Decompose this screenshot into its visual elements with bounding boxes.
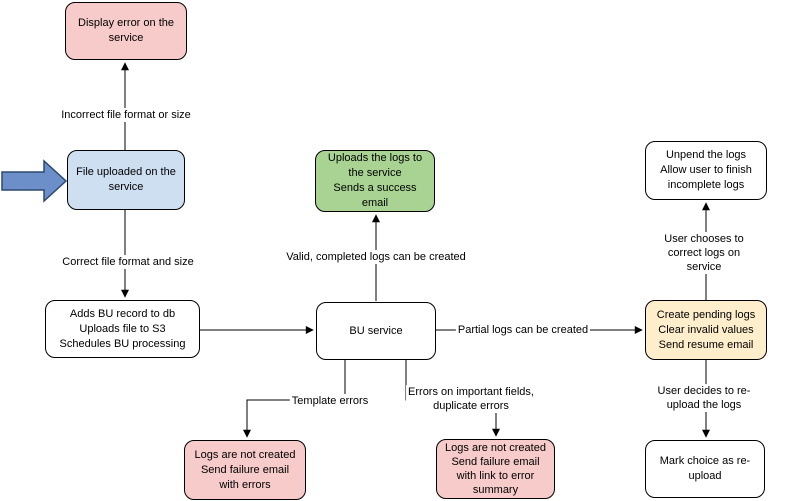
node-adds-bu-record: Adds BU record to db Uploads file to S3 …	[45, 300, 200, 358]
node-display-error: Display error on the service	[65, 2, 187, 60]
edge-label-reupload: User decides to re-upload the logs	[655, 384, 753, 412]
edge-label-incorrect-format: Incorrect file format or size	[59, 108, 193, 122]
node-bu-service: BU service	[316, 302, 436, 360]
node-mark-choice-reupload: Mark choice as re- upload	[645, 440, 765, 498]
node-fail-template-errors: Logs are not created Send failure email …	[184, 440, 306, 500]
node-create-pending-logs: Create pending logs Clear invalid values…	[645, 300, 767, 360]
edge-label-important-errors: Errors on important fields, duplicate er…	[406, 385, 536, 413]
edge-label-partial-logs: Partial logs can be created	[455, 323, 591, 337]
edge-label-correct-format: Correct file format and size	[60, 255, 196, 269]
input-arrow-icon	[1, 159, 68, 203]
node-file-uploaded: File uploaded on the service	[67, 150, 185, 210]
edge-label-template-errors: Template errors	[289, 394, 371, 408]
node-unpend-logs: Unpend the logs Allow user to finish inc…	[645, 141, 767, 200]
node-fail-important-errors: Logs are not created Send failure email …	[436, 439, 555, 499]
node-uploads-logs: Uploads the logs to the service Sends a …	[315, 150, 435, 212]
edge-label-valid-logs: Valid, completed logs can be created	[284, 250, 468, 264]
edge-label-choose-correct: User chooses to correct logs on service	[655, 232, 753, 274]
